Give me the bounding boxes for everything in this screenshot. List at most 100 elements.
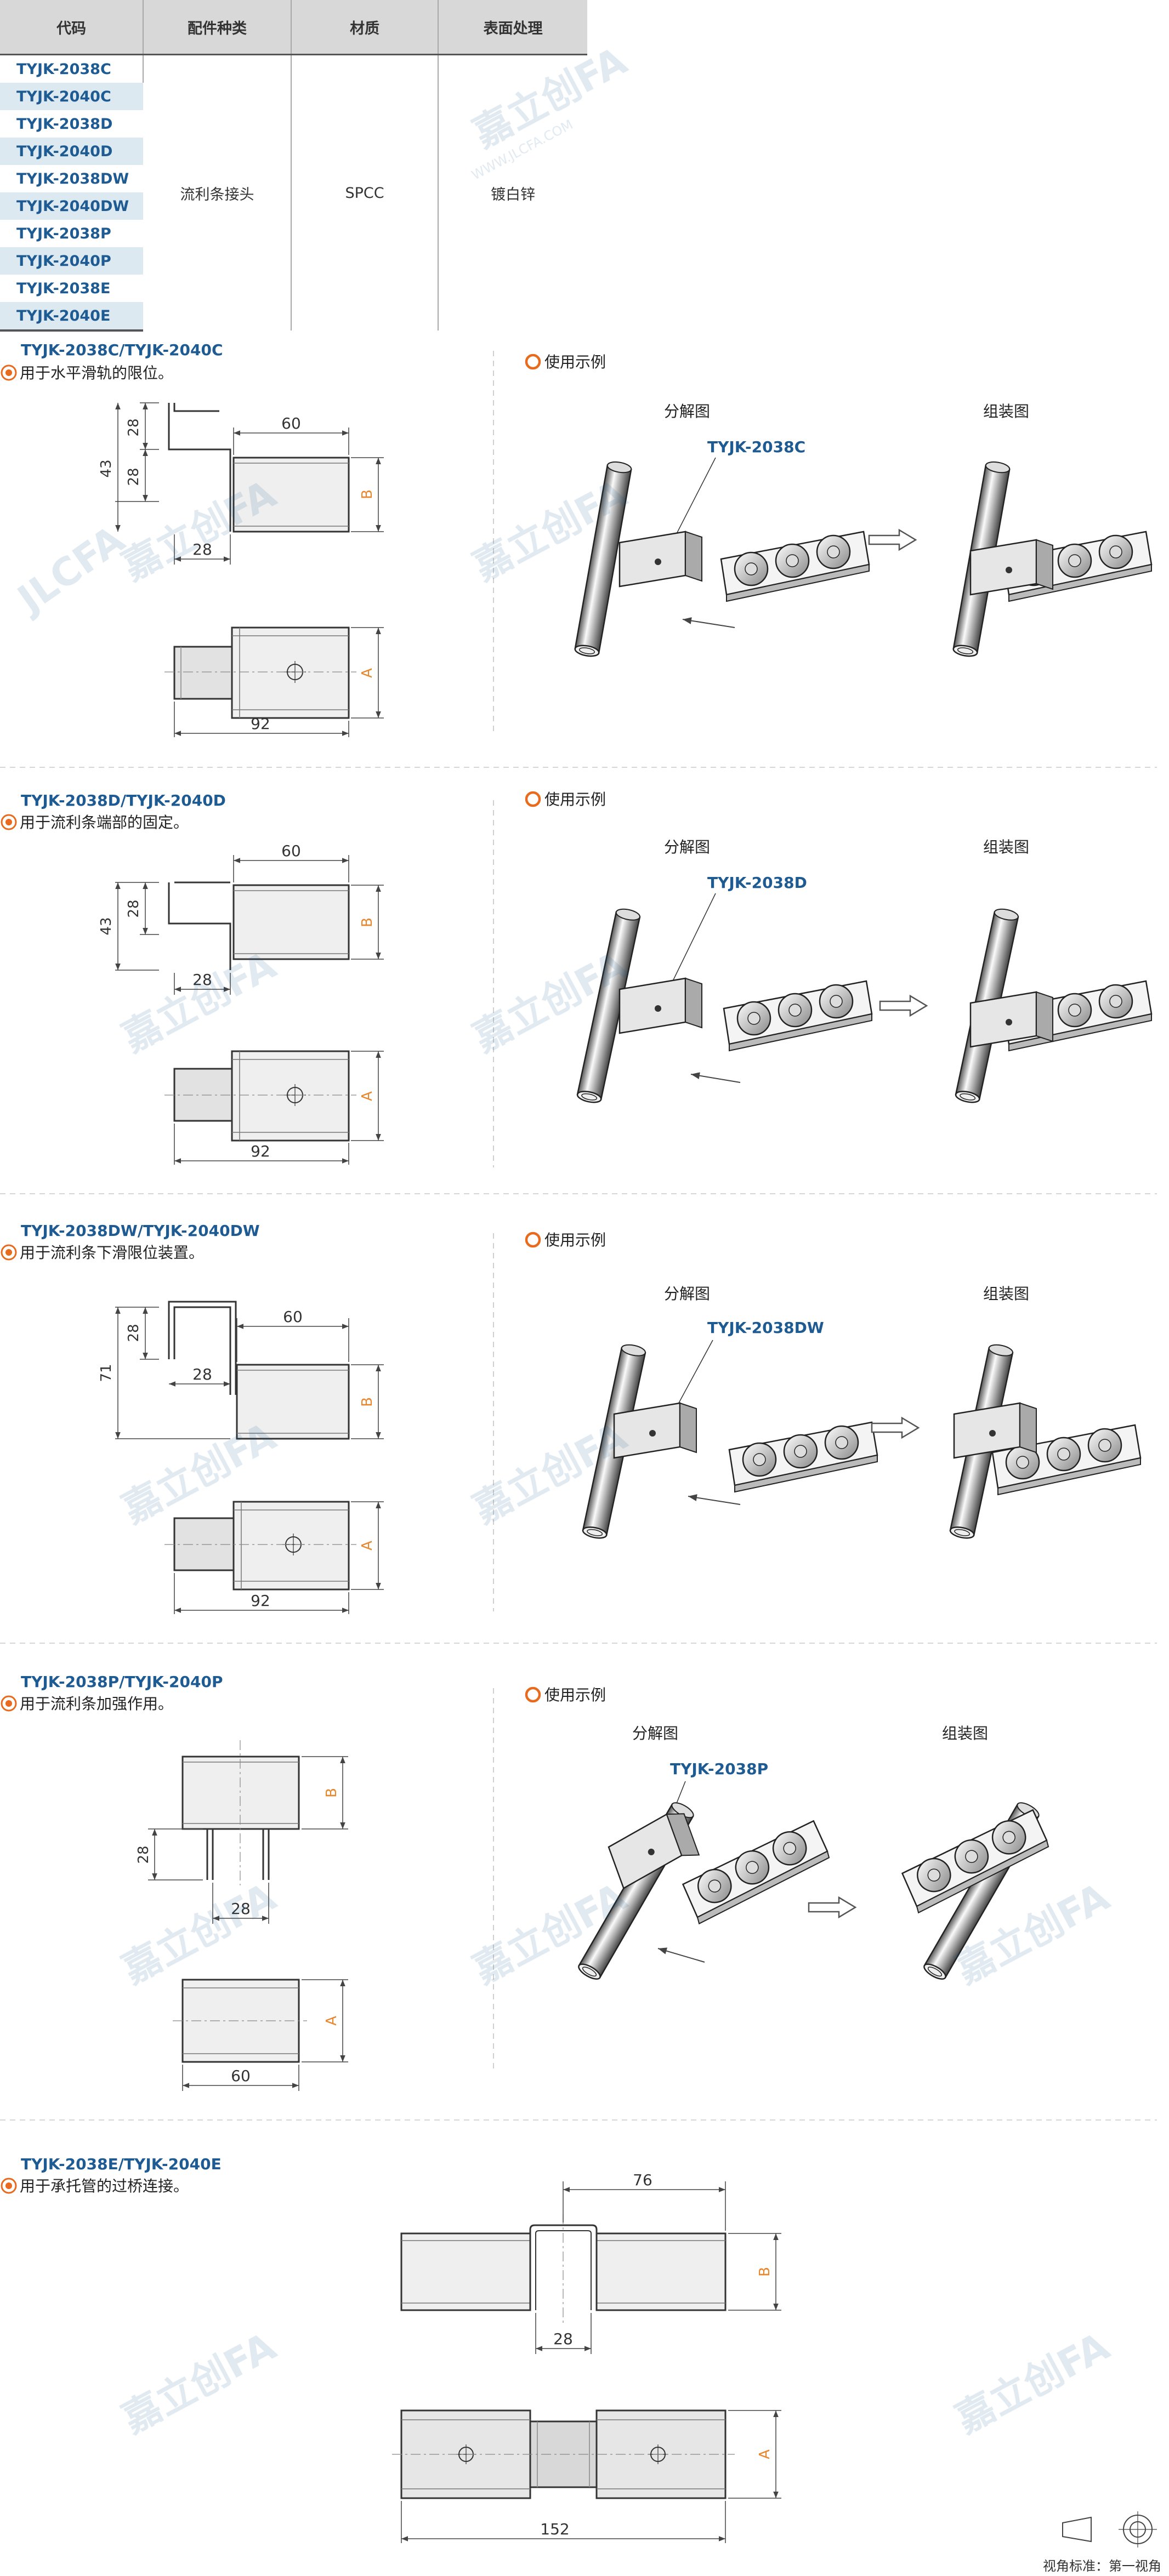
- callout-label: TYJK-2038DW: [707, 1319, 824, 1337]
- dim-height: 43: [98, 459, 115, 477]
- assembled-label: 组装图: [983, 402, 1029, 420]
- header-material: 材质: [291, 0, 439, 55]
- usage-label: 使用示例: [544, 1686, 606, 1704]
- table-row: TYJK-2040DW: [0, 192, 587, 220]
- exploded-label: 分解图: [664, 402, 710, 420]
- dim-width: 76: [633, 2171, 652, 2189]
- code-cell: TYJK-2038E: [0, 275, 144, 302]
- surface-cell: 镀白锌: [491, 186, 536, 203]
- assembled-label: 组装图: [983, 838, 1029, 856]
- assembled-label: 组装图: [983, 1285, 1029, 1303]
- svg-text:嘉立创FA: 嘉立创FA: [115, 2324, 283, 2442]
- callout-label: TYJK-2038P: [670, 1760, 768, 1778]
- projection-symbol-icon: [1062, 2511, 1157, 2547]
- dim-length: 60: [231, 2067, 251, 2085]
- dim-b: B: [359, 1397, 376, 1407]
- section-dw: TYJK-2038DW/TYJK-2040DW 用于流利条下滑限位装置。 28 …: [1, 1222, 1142, 1614]
- dim-width: 60: [283, 1308, 303, 1326]
- section-title: TYJK-2038D/TYJK-2040D: [21, 791, 226, 810]
- dim-b: B: [324, 1788, 340, 1798]
- dim-flange-mid: 28: [126, 899, 142, 917]
- dim-a: A: [359, 668, 376, 678]
- dim-flange-mid: 28: [126, 468, 142, 486]
- section-title: TYJK-2038P/TYJK-2040P: [21, 1673, 223, 1691]
- dim-height: 43: [98, 917, 115, 935]
- table-row: TYJK-2038E: [0, 275, 587, 302]
- code-cell: TYJK-2040E: [0, 302, 144, 332]
- projection-label: 视角标准：第一视角: [1043, 2558, 1161, 2574]
- dim-length: 152: [540, 2520, 569, 2538]
- callout-label: TYJK-2038D: [707, 874, 807, 892]
- dim-b: B: [359, 917, 376, 927]
- exploded-label: 分解图: [664, 1285, 710, 1303]
- table-row: TYJK-2040C: [0, 83, 587, 110]
- usage-label: 使用示例: [544, 1231, 606, 1249]
- code-cell: TYJK-2038P: [0, 220, 144, 247]
- usage-label: 使用示例: [544, 790, 606, 808]
- header-type: 配件种类: [143, 0, 292, 55]
- spec-table: 代码 配件种类 材质 表面处理 TYJK-2038C 流利条接头 SPCC 镀白…: [0, 0, 587, 332]
- table-row: TYJK-2040E: [0, 302, 587, 332]
- dim-flange: 28: [135, 1845, 152, 1863]
- table-row: TYJK-2038P: [0, 220, 587, 247]
- code-cell: TYJK-2040C: [0, 83, 144, 110]
- section-desc: 用于流利条下滑限位装置。: [20, 1244, 204, 1262]
- dim-offset: 28: [192, 540, 212, 558]
- svg-text:嘉立创FA: 嘉立创FA: [948, 2324, 1116, 2442]
- section-title: TYJK-2038DW/TYJK-2040DW: [21, 1222, 260, 1240]
- dim-length: 92: [251, 1592, 270, 1610]
- code-cell: TYJK-2038DW: [0, 165, 144, 192]
- header-code: 代码: [0, 0, 144, 55]
- exploded-label: 分解图: [664, 838, 710, 856]
- dim-b: B: [757, 2267, 773, 2277]
- section-title: TYJK-2038E/TYJK-2040E: [21, 2155, 222, 2173]
- table-header-row: 代码 配件种类 材质 表面处理: [0, 0, 587, 55]
- dim-b: B: [359, 489, 376, 499]
- material-cell: SPCC: [291, 54, 439, 330]
- svg-text:嘉立创FA: 嘉立创FA: [115, 943, 283, 1061]
- section-c: TYJK-2038C/TYJK-2040C 用于水平滑轨的限位。 28 28 4…: [1, 341, 1153, 737]
- dim-offset: 28: [553, 2330, 573, 2348]
- table-row: TYJK-2038D: [0, 110, 587, 138]
- section-desc: 用于水平滑轨的限位。: [20, 364, 173, 382]
- section-desc: 用于流利条端部的固定。: [20, 813, 189, 831]
- code-cell: TYJK-2038C: [0, 54, 144, 83]
- dim-a: A: [359, 1541, 376, 1551]
- dim-length: 92: [251, 715, 270, 733]
- dim-flange-top: 28: [126, 418, 142, 436]
- section-desc: 用于流利条加强作用。: [20, 1695, 173, 1713]
- dim-height: 71: [98, 1364, 115, 1382]
- section-p: TYJK-2038P/TYJK-2040P 用于流利条加强作用。 28 28 B…: [1, 1673, 1057, 2091]
- exploded-label: 分解图: [632, 1724, 678, 1742]
- svg-text:嘉立创FA: 嘉立创FA: [115, 1874, 283, 1992]
- svg-text:JLCFA: JLCFA: [8, 517, 132, 623]
- usage-label: 使用示例: [544, 353, 606, 371]
- code-cell: TYJK-2040D: [0, 138, 144, 165]
- svg-text:WWW.JLCFA.COM: WWW.JLCFA.COM: [469, 117, 575, 183]
- table-row: TYJK-2040D: [0, 138, 587, 165]
- table-row: TYJK-2040P: [0, 247, 587, 275]
- code-cell: TYJK-2040P: [0, 247, 144, 275]
- section-title: TYJK-2038C/TYJK-2040C: [21, 341, 223, 359]
- code-cell: TYJK-2040DW: [0, 192, 144, 220]
- dim-offset: 28: [231, 1900, 251, 1918]
- type-cell: 流利条接头: [143, 54, 292, 330]
- dim-length: 92: [251, 1142, 270, 1160]
- svg-text:嘉立创FA: 嘉立创FA: [466, 38, 634, 156]
- dim-width: 60: [281, 842, 301, 860]
- dim-a: A: [324, 2016, 340, 2026]
- dim-a: A: [757, 2449, 773, 2459]
- callout-label: TYJK-2038C: [707, 438, 805, 456]
- section-e: TYJK-2038E/TYJK-2040E 用于承托管的过桥连接。 76 28 …: [1, 2155, 781, 2543]
- dim-width: 60: [281, 414, 301, 432]
- dim-offset: 28: [192, 1365, 212, 1383]
- dim-offset: 28: [192, 971, 212, 989]
- assembled-label: 组装图: [942, 1724, 988, 1742]
- table-row: TYJK-2038DW: [0, 165, 587, 192]
- dim-flange-top: 28: [126, 1324, 142, 1342]
- dim-a: A: [359, 1091, 376, 1101]
- section-d: TYJK-2038D/TYJK-2040D 用于流利条端部的固定。 28 43 …: [1, 790, 1153, 1167]
- code-cell: TYJK-2038D: [0, 110, 144, 138]
- section-desc: 用于承托管的过桥连接。: [20, 2177, 189, 2195]
